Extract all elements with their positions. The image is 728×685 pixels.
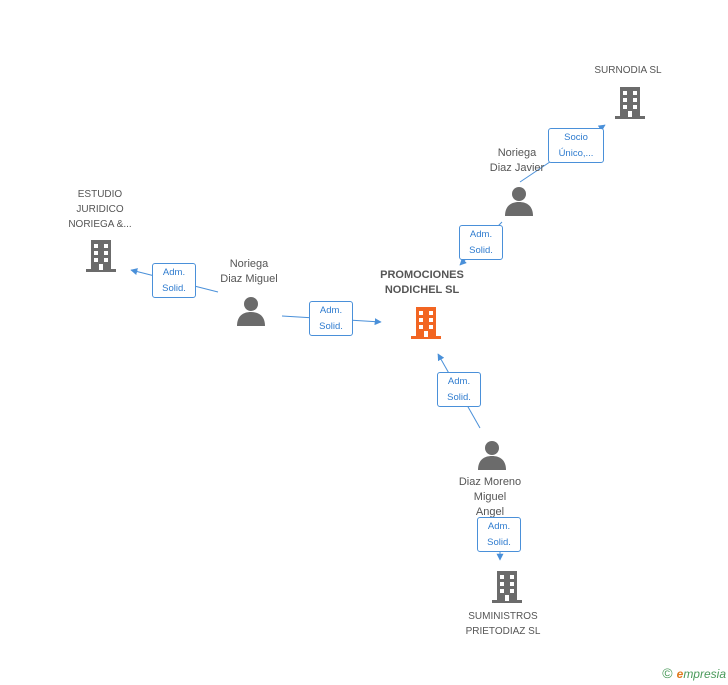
building-icon-estudio [86,240,116,272]
person-icon-diaz-moreno [478,441,506,470]
node-label-main[interactable]: PROMOCIONES NODICHEL SL [380,269,464,296]
building-icon-suministros [492,571,522,603]
person-icon-noriega-javier [505,187,533,216]
edge-label-adm-javier[interactable]: Adm. Solid. [459,225,503,260]
node-label-noriega-javier[interactable]: Noriega Diaz Javier [489,147,545,174]
node-label-suministros[interactable]: SUMINISTROS PRIETODIAZ SL [465,611,541,637]
copyright-icon: © [662,665,673,681]
brand-footer[interactable]: ©empresia [662,665,726,681]
node-label-estudio[interactable]: ESTUDIO JURIDICO NORIEGA &... [68,189,132,230]
edge-label-adm-diaz-main[interactable]: Adm. Solid. [437,372,481,407]
edge-label-socio[interactable]: Socio Único,... [548,128,604,163]
brand-initial: e [676,667,684,681]
edge-label-adm-estudio[interactable]: Adm. Solid. [152,263,196,298]
edge-label-adm-diaz-suministros[interactable]: Adm. Solid. [477,517,521,552]
person-icon-noriega-miguel [237,297,265,326]
edge-label-adm-miguel[interactable]: Adm. Solid. [309,301,353,336]
node-label-diaz-moreno[interactable]: Diaz Moreno Miguel Angel [458,476,522,518]
brand-name: mpresia [683,667,726,681]
node-label-noriega-miguel[interactable]: Noriega Diaz Miguel [220,258,278,285]
building-icon-main [411,307,441,339]
node-label-surnodia[interactable]: SURNODIA SL [594,65,662,76]
building-icon-surnodia [615,87,645,119]
